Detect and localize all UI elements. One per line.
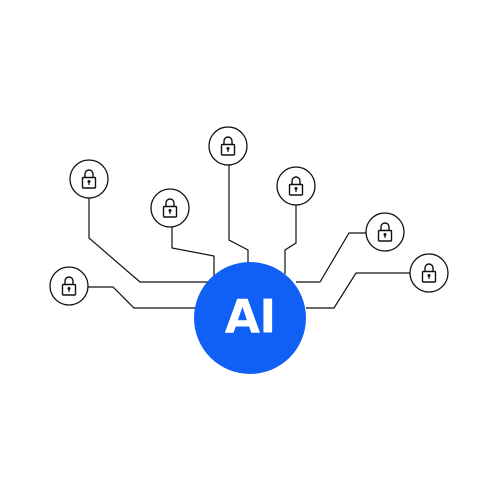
lock-1-node xyxy=(49,266,89,306)
lock-nodes xyxy=(49,126,449,306)
lock-icon xyxy=(288,176,304,196)
connector-lock-3 xyxy=(171,227,215,279)
lock-5-node xyxy=(276,166,316,206)
lock-7-node xyxy=(409,253,449,293)
lock-icon xyxy=(61,276,77,296)
lock-icon xyxy=(377,222,393,242)
connector-lock-2 xyxy=(88,198,214,283)
lock-icon xyxy=(162,198,178,218)
lock-6-node xyxy=(365,212,405,252)
connector-lock-5 xyxy=(284,205,297,274)
lock-3-node xyxy=(150,188,190,228)
ai-hub: AI xyxy=(194,262,306,374)
lock-4-node xyxy=(208,126,248,166)
ai-hub-label: AI xyxy=(225,290,276,344)
connector-lock-6 xyxy=(296,232,366,283)
connector-lock-4 xyxy=(228,165,249,262)
ai-hub-circle xyxy=(194,262,306,374)
lock-icon xyxy=(421,263,437,283)
connector-lines xyxy=(88,165,410,309)
lock-icon xyxy=(220,136,236,156)
connector-lock-1 xyxy=(88,286,195,309)
connector-lock-7 xyxy=(306,272,410,309)
lock-icon xyxy=(81,169,97,189)
lock-2-node xyxy=(69,159,109,199)
